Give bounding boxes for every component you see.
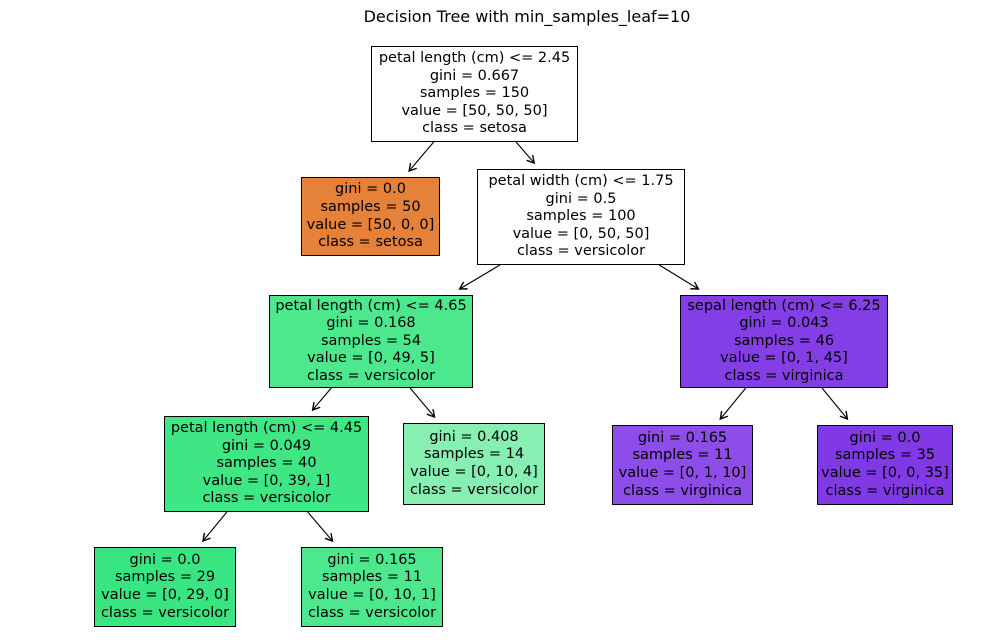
tree-node-8-line-1: samples = 35 [834, 447, 936, 464]
tree-node-0-line-0: petal length (cm) <= 2.45 [378, 50, 571, 67]
tree-node-5-line-2: samples = 40 [216, 455, 317, 472]
chart-title: Decision Tree with min_samples_leaf=10 [363, 7, 691, 26]
tree-node-2-line-4: class = versicolor [516, 243, 646, 260]
tree-node-6-line-3: class = versicolor [409, 481, 539, 498]
tree-node-7-line-3: class = virginica [623, 482, 742, 499]
tree-node-0-line-2: samples = 150 [419, 85, 530, 102]
tree-edge-0-2 [515, 141, 536, 165]
tree-node-8-line-0: gini = 0.0 [849, 429, 921, 446]
tree-edge-2-3 [458, 264, 501, 290]
tree-node-7-line-2: value = [0, 1, 10] [618, 465, 747, 481]
tree-node-7-line-0: gini = 0.165 [637, 429, 728, 446]
tree-node-10-line-3: class = versicolor [307, 604, 437, 621]
tree-node-3-line-1: gini = 0.168 [326, 315, 416, 332]
tree-node-10-line-2: value = [0, 10, 1] [308, 587, 436, 603]
tree-node-0-line-1: gini = 0.667 [429, 67, 520, 84]
tree-node-3-line-2: samples = 54 [320, 332, 422, 349]
tree-node-9-line-1: samples = 29 [114, 569, 216, 586]
tree-node-5-line-1: gini = 0.049 [221, 437, 312, 454]
tree-node-2-line-2: samples = 100 [526, 208, 636, 225]
tree-edge-2-4 [659, 264, 700, 290]
tree-node-0-line-3: value = [50, 50, 50] [401, 102, 548, 119]
tree-node-3-line-3: value = [0, 49, 5] [307, 350, 435, 367]
tree-node-10-line-0: gini = 0.165 [327, 551, 417, 568]
tree-node-5-line-3: value = [0, 39, 1] [202, 472, 331, 489]
tree-node-4-line-1: gini = 0.043 [739, 315, 829, 332]
tree-node-5-line-0: petal length (cm) <= 4.45 [170, 420, 363, 437]
tree-node-4-line-3: value = [0, 1, 45] [720, 350, 848, 367]
tree-edge-5-9 [202, 511, 228, 543]
tree-node-7-line-1: samples = 11 [632, 447, 733, 464]
tree-node-2-line-0: petal width (cm) <= 1.75 [488, 173, 674, 190]
tree-node-1-line-3: class = setosa [318, 234, 423, 251]
tree-node-6-line-0: gini = 0.408 [429, 428, 519, 445]
tree-edge-4-8 [821, 387, 849, 421]
tree-node-9-line-3: class = versicolor [100, 604, 230, 621]
tree-edge-3-6 [409, 387, 436, 419]
tree-node-1-line-0: gini = 0.0 [335, 181, 406, 198]
tree-node-10-line-1: samples = 11 [321, 569, 423, 586]
tree-node-3-line-0: petal length (cm) <= 4.65 [275, 297, 467, 314]
tree-node-6-line-2: value = [0, 10, 4] [410, 464, 538, 480]
tree-node-9-line-2: value = [0, 29, 0] [101, 587, 229, 603]
tree-node-8-line-2: value = [0, 0, 35] [821, 465, 949, 481]
tree-edge-5-10 [307, 511, 334, 543]
tree-node-5-line-4: class = versicolor [202, 490, 331, 507]
tree-node-1-line-2: value = [50, 0, 0] [306, 216, 435, 233]
tree-node-1-line-1: samples = 50 [320, 198, 421, 215]
tree-node-3-line-4: class = versicolor [306, 367, 436, 384]
tree-node-4-line-4: class = virginica [724, 367, 844, 384]
tree-edge-3-5 [311, 387, 332, 412]
tree-node-2-line-1: gini = 0.5 [545, 190, 617, 207]
tree-edge-0-1 [408, 141, 435, 173]
tree-node-4-line-0: sepal length (cm) <= 6.25 [687, 297, 881, 314]
tree-node-4-line-2: samples = 46 [733, 332, 835, 349]
tree-node-6-line-1: samples = 14 [423, 446, 525, 463]
tree-node-9-line-0: gini = 0.0 [129, 551, 201, 568]
tree-node-0-line-4: class = setosa [422, 120, 527, 137]
tree-node-2-line-3: value = [0, 50, 50] [512, 225, 650, 242]
tree-node-8-line-3: class = virginica [825, 482, 945, 499]
tree-edge-4-7 [719, 387, 747, 421]
